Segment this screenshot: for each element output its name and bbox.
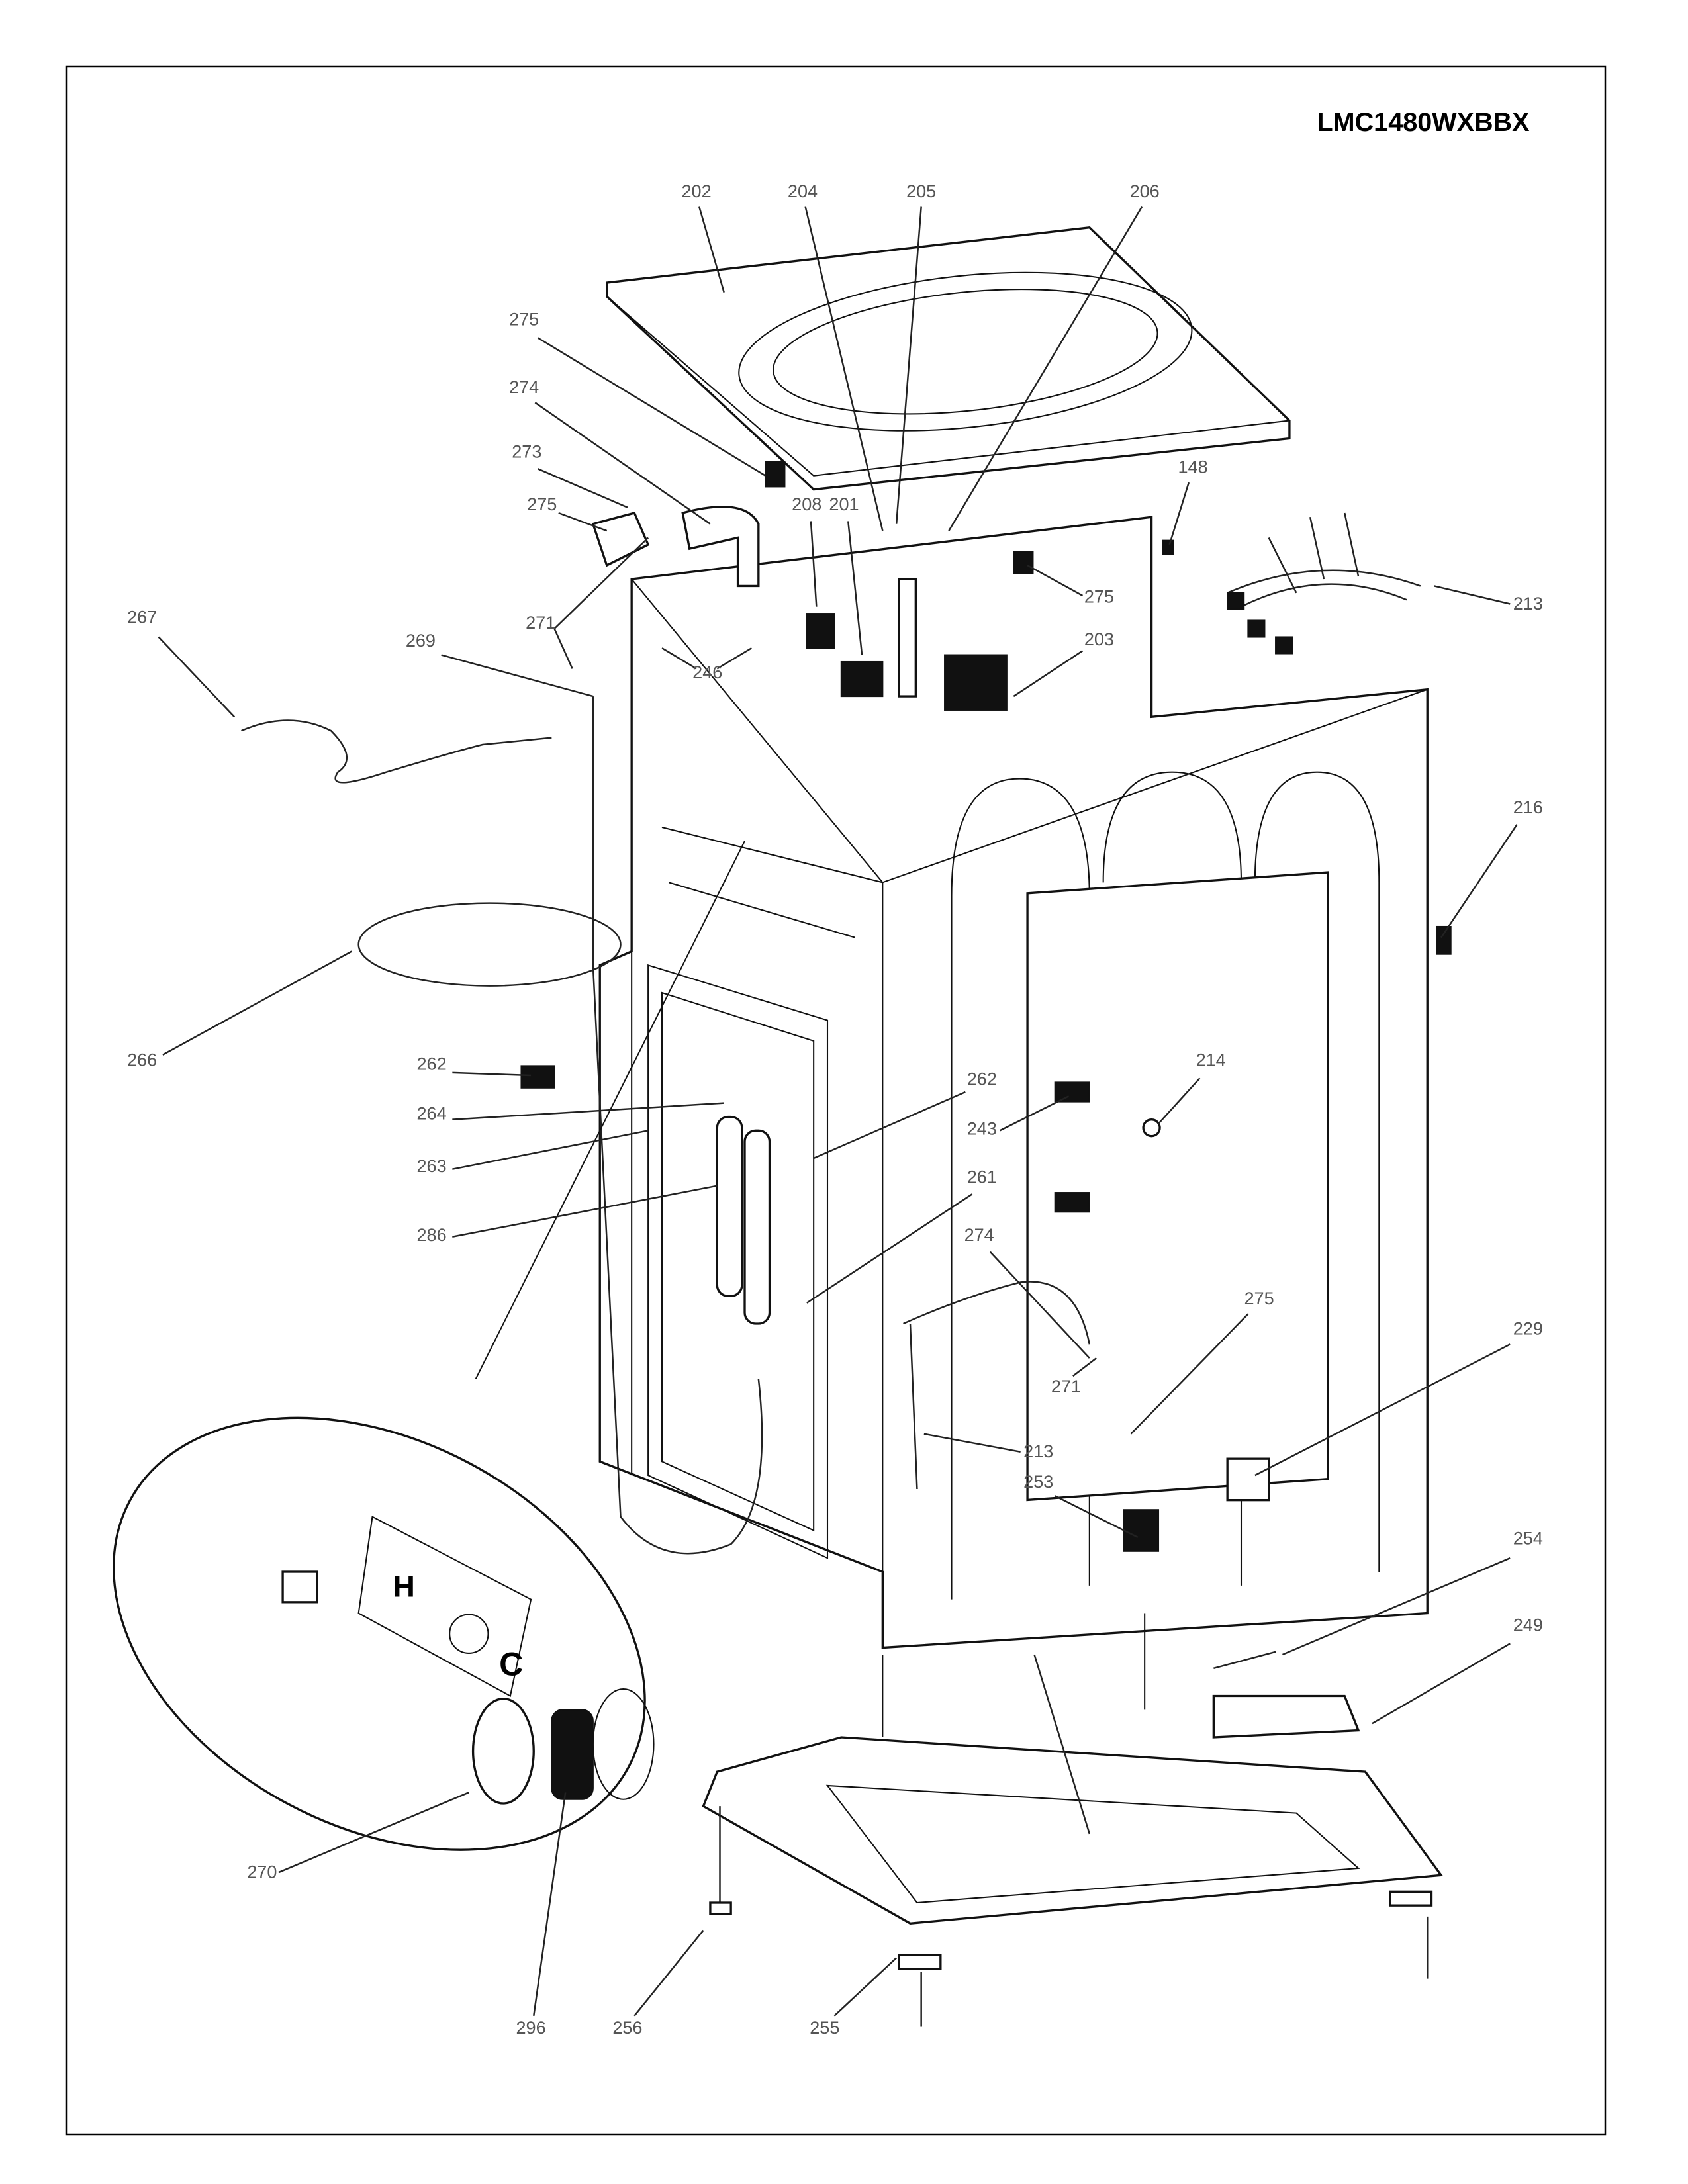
leader-line (948, 206, 1143, 531)
leader-line (452, 1185, 718, 1238)
part-callout-262: 262 (416, 1054, 446, 1074)
hoses (241, 696, 1091, 1555)
leader-line (278, 1792, 469, 1874)
leader-line (553, 537, 649, 629)
part-callout-256: 256 (612, 2017, 642, 2038)
part-callout-273: 273 (512, 441, 541, 462)
leader-line (716, 647, 753, 670)
leader-line (162, 950, 352, 1056)
leader-line (1055, 1495, 1139, 1539)
part-callout-216: 216 (1513, 797, 1543, 817)
leader-line (158, 636, 236, 718)
part-callout-275: 275 (527, 494, 557, 514)
model-number: LMC1480WXBBX (1317, 108, 1530, 137)
leader-line (1434, 585, 1511, 605)
leader-line (553, 628, 573, 669)
leader-line (1130, 1313, 1249, 1435)
leader-line (923, 1433, 1021, 1453)
inset-detail: H C (113, 841, 745, 1851)
base-frame (702, 1613, 1444, 2027)
leader-line (633, 1929, 704, 2017)
part-callout-275: 275 (1084, 586, 1114, 606)
leader-line (661, 647, 697, 670)
part-callout-274: 274 (509, 377, 539, 397)
part-callout-286: 286 (416, 1224, 446, 1245)
part-callout-208: 208 (792, 494, 821, 514)
part-callout-253: 253 (1023, 1471, 1053, 1492)
part-callout-213: 213 (1023, 1441, 1053, 1461)
leader-line (833, 1957, 898, 2017)
part-callout-243: 243 (967, 1118, 997, 1139)
leader-line (1158, 1077, 1201, 1124)
part-callout-270: 270 (247, 1862, 277, 1882)
leader-line (452, 1102, 724, 1120)
part-callout-229: 229 (1513, 1318, 1543, 1339)
cold-marking: C (499, 1645, 523, 1682)
part-callout-202: 202 (681, 181, 711, 201)
part-callout-275: 275 (509, 309, 539, 330)
leader-line (895, 206, 922, 524)
part-callout-204: 204 (788, 181, 818, 201)
small-parts (520, 461, 1452, 1552)
leader-line (999, 1095, 1070, 1132)
part-callout-266: 266 (127, 1049, 157, 1069)
part-callout-271: 271 (1051, 1376, 1081, 1396)
leader-line (1440, 824, 1518, 938)
leader-line (537, 337, 766, 477)
part-callout-205: 205 (906, 181, 936, 201)
leader-line (1254, 1343, 1511, 1477)
part-callout-275: 275 (1244, 1288, 1274, 1308)
leader-line (452, 1071, 532, 1077)
leader-line (1168, 482, 1190, 545)
top-plate (606, 226, 1291, 491)
wire-harness (1227, 512, 1421, 655)
leader-line (1013, 650, 1084, 698)
leader-line (698, 206, 725, 293)
part-callout-214: 214 (1196, 1049, 1226, 1069)
part-callout-148: 148 (1178, 457, 1207, 477)
part-callout-269: 269 (406, 630, 436, 651)
leader-line (806, 1193, 973, 1304)
hot-marking: H (393, 1570, 415, 1604)
part-callout-255: 255 (810, 2017, 839, 2038)
part-callout-203: 203 (1084, 629, 1114, 649)
leader-line (1072, 1357, 1098, 1377)
part-callout-254: 254 (1513, 1527, 1543, 1548)
leader-line (534, 402, 711, 525)
leader-line (1027, 565, 1084, 597)
cabinet (598, 516, 1429, 1649)
leader-line (847, 521, 863, 655)
part-callout-261: 261 (967, 1167, 997, 1187)
part-callout-206: 206 (1130, 181, 1160, 201)
leader-line (538, 468, 628, 508)
part-callout-267: 267 (127, 607, 157, 627)
part-callout-249: 249 (1513, 1615, 1543, 1635)
part-callout-201: 201 (829, 494, 859, 514)
leader-line (533, 1792, 567, 2017)
part-callout-262: 262 (967, 1069, 997, 1089)
part-callout-263: 263 (416, 1156, 446, 1176)
leader-line (1372, 1643, 1511, 1725)
part-callout-246: 246 (692, 662, 722, 682)
leader-line (1282, 1557, 1511, 1656)
leader-line (810, 521, 818, 607)
part-callout-271: 271 (526, 612, 555, 633)
page-border (65, 65, 1607, 2136)
leader-line (989, 1251, 1090, 1359)
part-callout-274: 274 (964, 1224, 994, 1245)
callout-group: 202 204 205 206 275 274 273 275 208 201 148 275 213 2… (127, 181, 1543, 2038)
part-callout-296: 296 (516, 2017, 545, 2038)
leader-line (558, 512, 608, 532)
leader-line (813, 1091, 966, 1160)
part-callout-264: 264 (416, 1103, 446, 1124)
leader-line (452, 1130, 649, 1170)
leader-line (441, 654, 594, 698)
leader-line (804, 206, 884, 531)
part-callout-213: 213 (1513, 593, 1543, 614)
